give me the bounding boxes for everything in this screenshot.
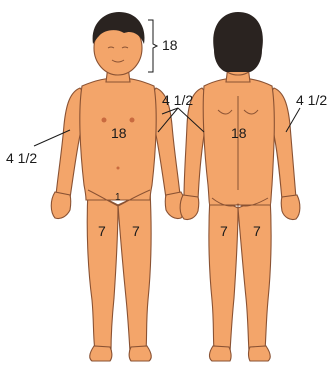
front-right-leg-label: 7 <box>132 223 140 239</box>
back-right-hand <box>281 195 300 220</box>
back-arm-label: 4 1/2 <box>296 92 327 108</box>
front-figure <box>51 12 185 361</box>
front-navel <box>117 167 120 170</box>
back-right-foot <box>249 346 271 361</box>
front-left-leg-label: 7 <box>98 223 106 239</box>
back-hair <box>213 12 263 72</box>
head-bracket <box>148 20 157 72</box>
genitals-label: 1 <box>115 192 121 203</box>
front-right-leg <box>118 190 151 352</box>
back-figure <box>180 12 300 361</box>
back-left-leg-label: 7 <box>220 223 228 239</box>
front-left-arm-label: 4 1/2 <box>6 150 37 166</box>
head-label: 18 <box>162 37 178 53</box>
front-right-arm-label: 4 1/2 <box>162 92 193 108</box>
front-trunk-label: 18 <box>111 125 127 141</box>
back-left-foot <box>209 346 231 361</box>
back-right-leg <box>238 195 271 352</box>
front-left-hand <box>51 192 71 219</box>
front-nipple-right <box>130 118 135 123</box>
front-nipple-left <box>102 118 107 123</box>
back-left-hand <box>180 195 199 220</box>
front-left-leg <box>87 190 118 352</box>
back-trunk-label: 18 <box>231 125 247 141</box>
front-left-foot <box>90 346 112 361</box>
back-right-leg-label: 7 <box>253 223 261 239</box>
back-torso <box>203 78 274 205</box>
back-left-leg <box>209 195 238 352</box>
front-right-foot <box>129 346 151 361</box>
